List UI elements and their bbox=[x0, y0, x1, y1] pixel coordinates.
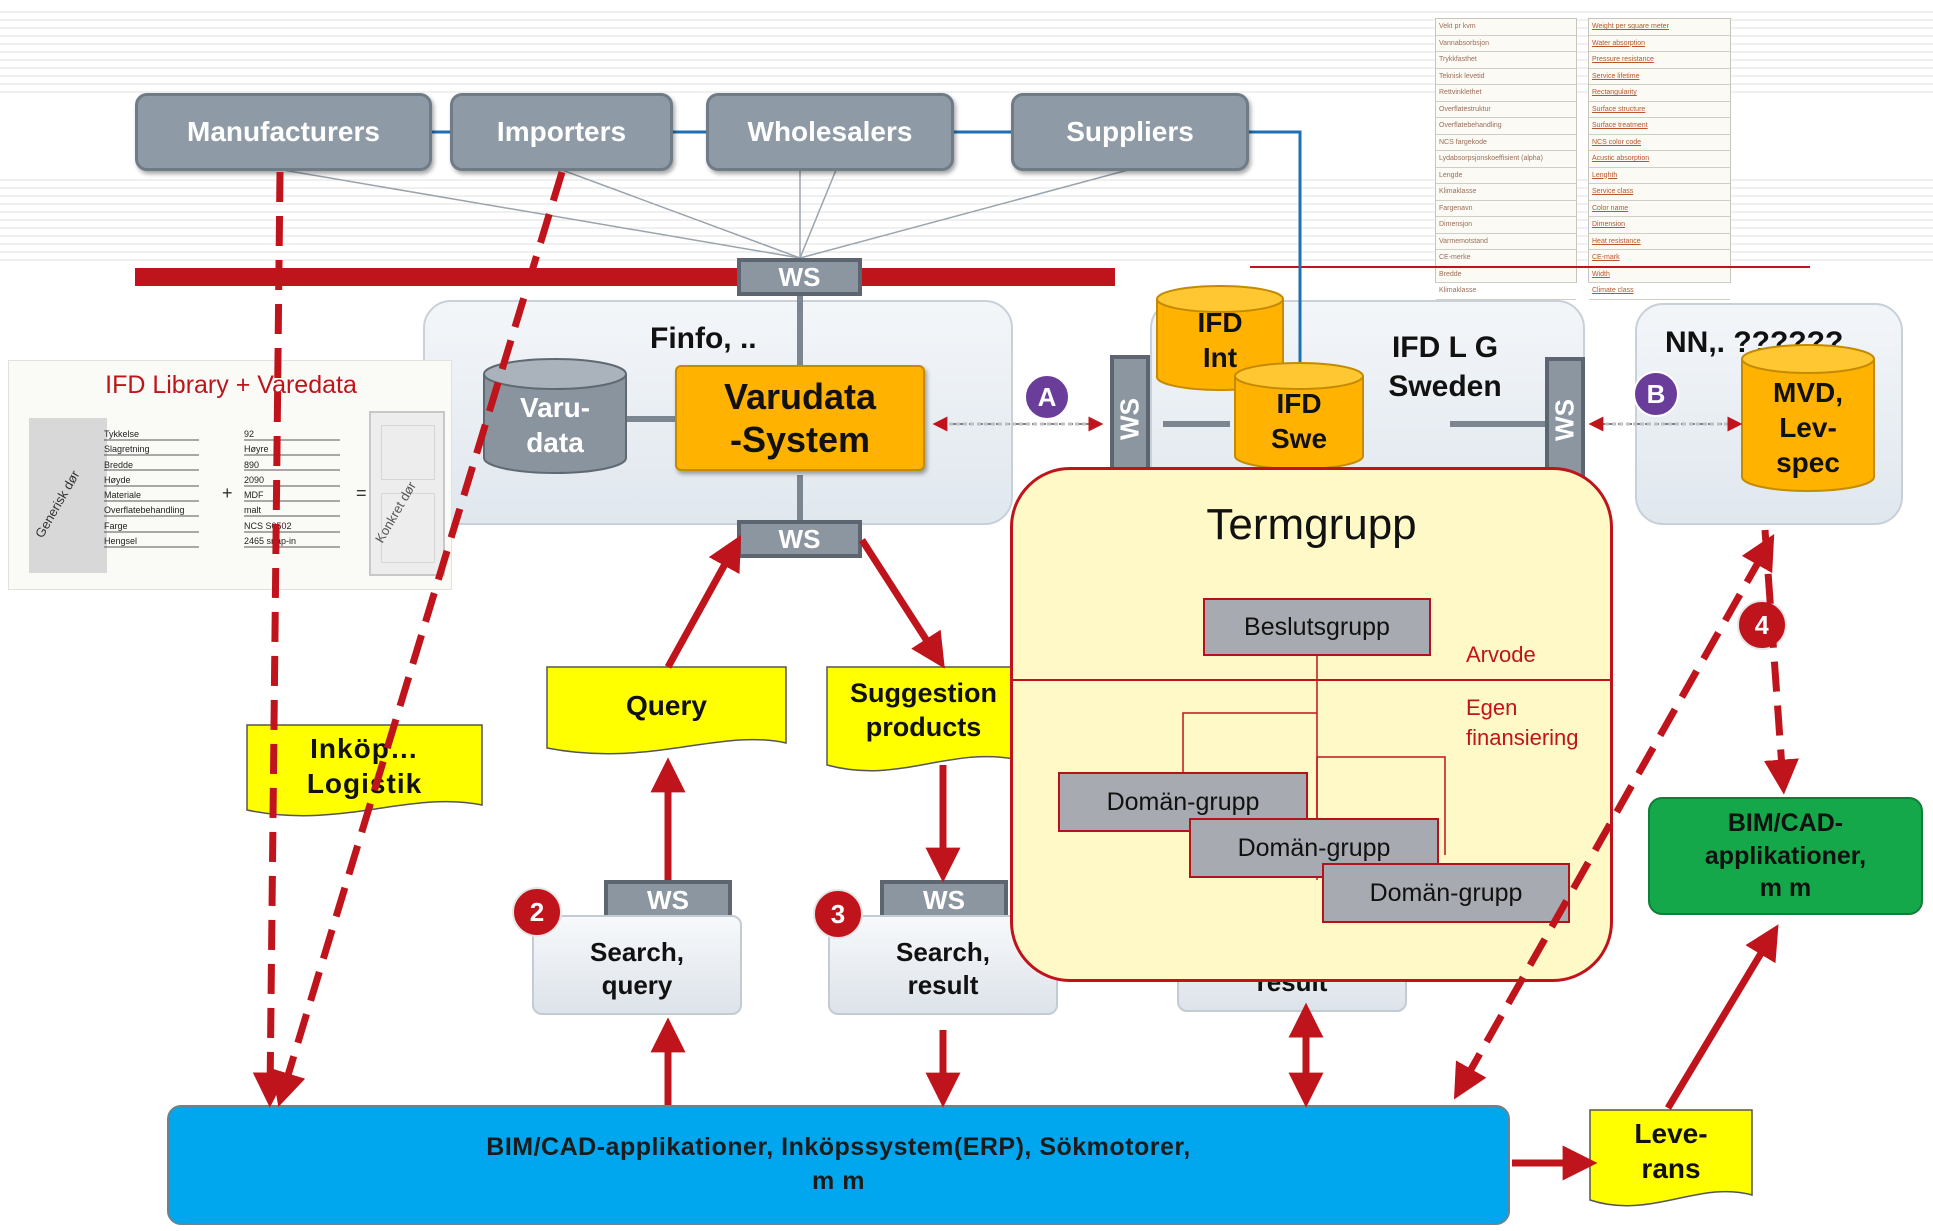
ifd-library-title: IFD Library + Varedata bbox=[105, 371, 357, 399]
varudata-db-label: Varu-data bbox=[519, 392, 591, 458]
varudata-database-icon bbox=[483, 358, 627, 474]
ws-vertical-right: WS bbox=[1545, 357, 1585, 482]
wholesalers-box: Wholesalers bbox=[706, 93, 954, 171]
finfo-title: Finfo, .. bbox=[650, 322, 757, 355]
leverans-doc-shape bbox=[1589, 1109, 1753, 1207]
svg-text:=: = bbox=[356, 483, 367, 503]
ws-top: WS bbox=[737, 258, 862, 296]
suppliers-box: Suppliers bbox=[1011, 93, 1249, 171]
red-bus-bar bbox=[135, 268, 1115, 286]
mvd-label: MVD,Lev-spec bbox=[1773, 376, 1843, 478]
ifd-library-image: IFD Library + Varedata Generisk dør Tykk… bbox=[8, 360, 452, 590]
concrete-door-image: Konkret dør bbox=[369, 411, 445, 576]
importers-box: Importers bbox=[450, 93, 673, 171]
marker-a: A bbox=[1024, 374, 1070, 420]
svg-text:+: + bbox=[222, 483, 233, 503]
beslutsgrupp-box: Beslutsgrupp bbox=[1203, 598, 1431, 656]
termgrupp-title: Termgrupp bbox=[1206, 500, 1417, 549]
ws-finfo-bottom: WS bbox=[737, 520, 862, 558]
inkop-doc-label: Inköp…Logistik bbox=[306, 732, 423, 799]
varudata-system: Varudata-System bbox=[675, 365, 925, 471]
leverans-doc-label: Leve-rans bbox=[1634, 1117, 1708, 1184]
query-doc-shape bbox=[546, 666, 787, 755]
applications-bar: BIM/CAD-applikationer, Inköpssystem(ERP)… bbox=[167, 1105, 1510, 1225]
marker-2: 2 bbox=[512, 887, 562, 937]
thin-red-line bbox=[1250, 266, 1810, 268]
mvd-cylinder bbox=[1741, 344, 1875, 492]
marker-3: 3 bbox=[813, 889, 863, 939]
ws-search-result: WS bbox=[880, 880, 1008, 920]
manufacturers-box: Manufacturers bbox=[135, 93, 432, 171]
search-result-box: Search,result bbox=[828, 915, 1058, 1015]
search-query-box: Search,query bbox=[532, 915, 742, 1015]
generic-door-image: Generisk dør bbox=[29, 418, 107, 573]
marker-b: B bbox=[1633, 371, 1679, 417]
library-arrows: + = bbox=[104, 439, 367, 548]
query-doc-label: Query bbox=[626, 689, 707, 721]
